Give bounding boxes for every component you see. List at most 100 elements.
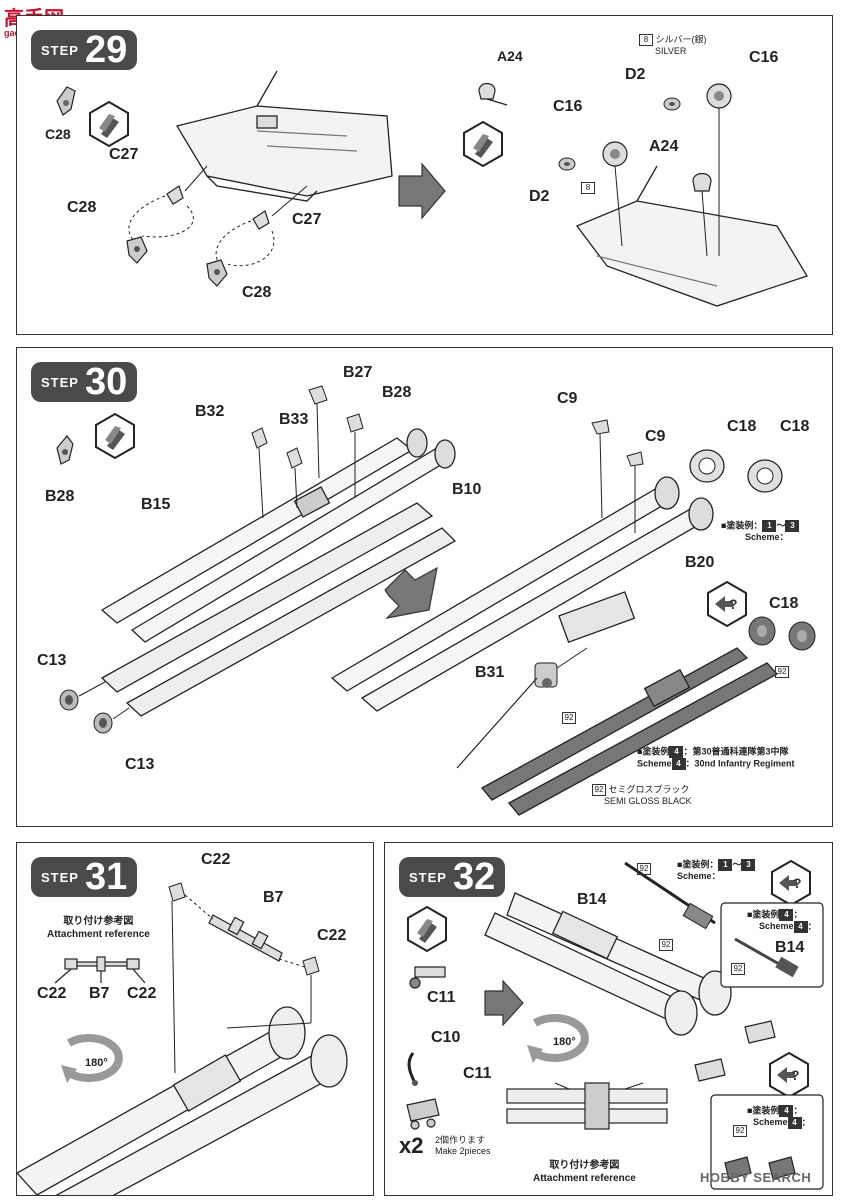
svg-text:?: ?: [793, 875, 802, 891]
step-29-panel: STEP 29: [16, 15, 833, 335]
label-c13: C13: [37, 652, 67, 669]
next-arrow: [398, 162, 446, 220]
part-c27-a: [166, 185, 184, 205]
nippers-icon: [463, 120, 503, 168]
label-c10: C10: [431, 1029, 461, 1046]
step-number: 31: [84, 856, 128, 898]
label-d2: D2: [625, 66, 646, 83]
part-c13-a: [59, 689, 79, 711]
label-d2: D2: [529, 188, 550, 205]
paint-note-semigloss: 92 セミグロスブラック SEMI GLOSS BLACK: [592, 784, 692, 807]
step-number: 32: [452, 856, 496, 898]
label-b27: B27: [343, 364, 373, 381]
part-c11-lower: [406, 1098, 440, 1130]
step-word: STEP: [409, 869, 447, 885]
label-c16: C16: [553, 98, 583, 115]
step-word: STEP: [41, 374, 79, 390]
part-c28-a: [126, 236, 148, 264]
label-b28: B28: [382, 384, 412, 401]
ref-assembly: [54, 956, 146, 984]
part-b7: [208, 914, 283, 962]
rotate-icon: [61, 1034, 123, 1083]
part-c18-dark-b: [788, 621, 816, 651]
part-c22-b: [302, 956, 320, 976]
scheme-question-icon: ?: [769, 1051, 809, 1099]
label-c27: C27: [109, 146, 139, 163]
step-31-diagram: [17, 882, 348, 1195]
part-c16-top: [706, 83, 732, 109]
color-code-box: 8: [639, 34, 653, 46]
barrel-assembly-right: [330, 476, 714, 712]
label-b14: B14: [775, 939, 805, 956]
part-a24: [478, 82, 508, 106]
step-number: 30: [84, 361, 128, 403]
barrel-assembly-left: [100, 428, 457, 717]
hull-right: [575, 165, 808, 307]
barrel-pair: [484, 892, 732, 1036]
color-code-box: 92: [731, 963, 745, 975]
rotate-label: 180°: [553, 1036, 576, 1048]
step-32-panel: STEP 32: [384, 842, 833, 1196]
part-d2-left: [558, 157, 576, 171]
nippers-icon: [407, 905, 447, 953]
label-c28: C28: [45, 126, 71, 142]
color-jp: シルバー(銀): [655, 34, 707, 45]
step-30-diagram: ?: [56, 385, 816, 816]
label-b7: B7: [263, 889, 284, 906]
part-b28-small: [56, 435, 74, 465]
part-c9-b: [626, 451, 644, 467]
label-b20: B20: [685, 554, 715, 571]
label-c16: C16: [749, 49, 779, 66]
part-c18-a: [689, 449, 725, 483]
step-31-panel: STEP 31: [16, 842, 374, 1196]
scheme-note-1-3: ■塗装例：1～3 Scheme：: [721, 520, 800, 543]
label-c18: C18: [727, 418, 757, 435]
color-en: SILVER: [655, 46, 687, 56]
part-c13-b: [93, 712, 113, 734]
label-b32: B32: [195, 403, 225, 420]
label-c28: C28: [67, 199, 97, 216]
color-code-box: 92: [562, 712, 576, 724]
next-arrow: [484, 979, 524, 1027]
ref-label-c22: C22: [127, 985, 157, 1002]
nippers-icon: [89, 100, 129, 148]
step-29-diagram: [56, 70, 808, 307]
make-two-pieces: 2個作ります Make 2pieces: [435, 1135, 491, 1156]
barrel-assembly-painted: [480, 647, 779, 816]
part-c10: [407, 1052, 418, 1086]
label-b33: B33: [279, 411, 309, 428]
label-c11: C11: [427, 989, 456, 1006]
color-code-box: 92: [733, 1125, 747, 1137]
label-c18: C18: [780, 418, 810, 435]
nippers-icon: [95, 412, 135, 460]
step-29-badge: STEP 29: [31, 29, 138, 71]
step-word: STEP: [41, 869, 79, 885]
rotate-icon: [527, 1014, 589, 1063]
color-code-box: 92: [775, 666, 789, 678]
rotate-label: 180°: [85, 1057, 108, 1069]
step-30-panel: STEP 30: [16, 347, 833, 827]
hull-left: [175, 70, 393, 202]
scheme-question-icon: ?: [707, 580, 747, 628]
part-b27: [308, 385, 328, 405]
b14-rod: [624, 861, 716, 930]
label-c18: C18: [769, 595, 799, 612]
svg-text:?: ?: [791, 1067, 800, 1083]
part-b32: [251, 427, 268, 449]
step-31-badge: STEP 31: [31, 856, 138, 898]
step-32-badge: STEP 32: [399, 856, 506, 898]
label-b10: B10: [452, 481, 482, 498]
ref-label-c22: C22: [37, 985, 67, 1002]
label-a24: A24: [649, 138, 679, 155]
next-arrow: [384, 566, 438, 619]
part-a24-right: [692, 172, 712, 192]
label-c9: C9: [645, 428, 666, 445]
attachment-reference-title: 取り付け参考図 Attachment reference: [533, 1160, 636, 1184]
c10-c11-dark-pair: [724, 1156, 796, 1180]
part-c18-dark-a: [748, 616, 776, 646]
step-number: 29: [84, 29, 128, 71]
label-b31: B31: [475, 664, 505, 681]
